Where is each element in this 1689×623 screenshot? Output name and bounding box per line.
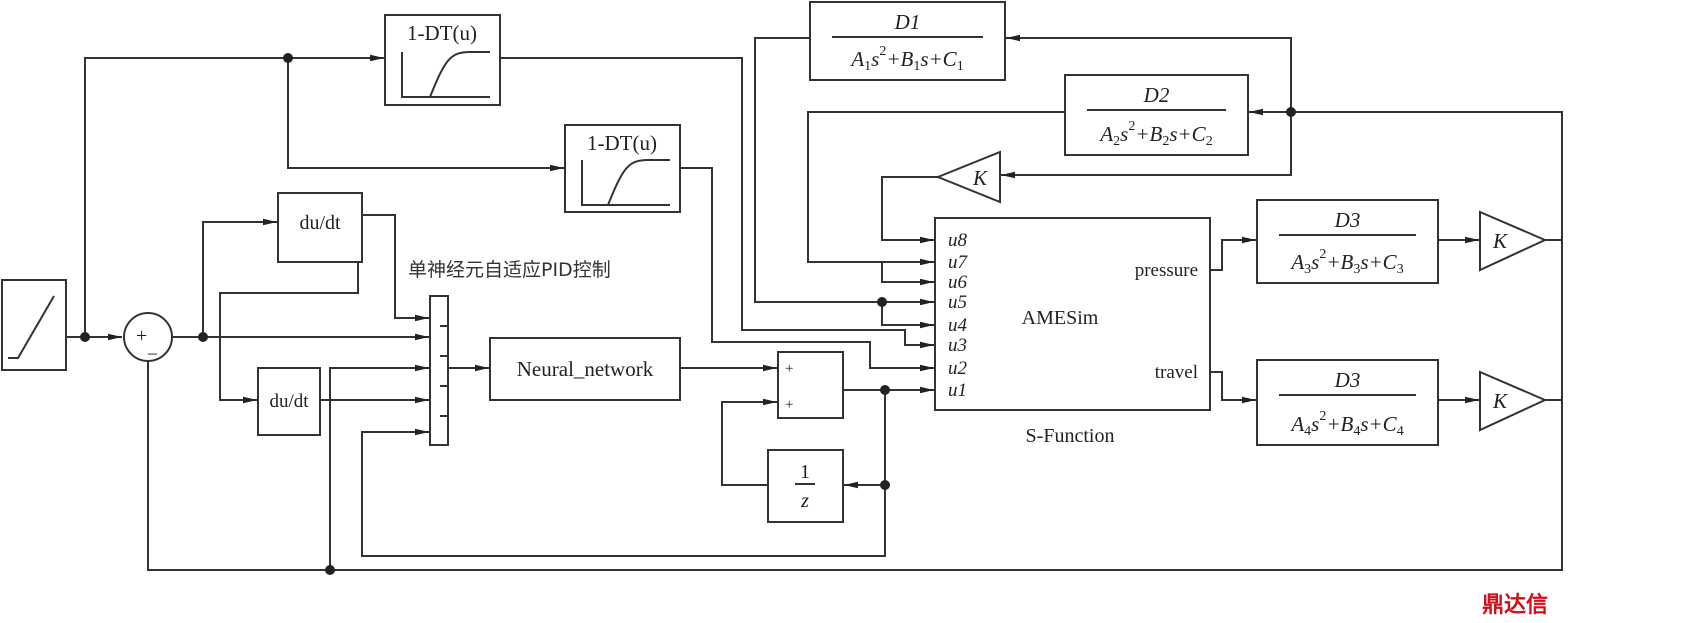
- unit-delay-numerator: 1: [800, 461, 810, 483]
- adder-sign-1: +: [785, 361, 793, 377]
- gain-label: K: [972, 166, 988, 190]
- input-port-u6: u6: [948, 272, 968, 293]
- watermark-logo: 鼎达信: [1482, 592, 1548, 618]
- sum-plus-sign: +: [136, 325, 147, 347]
- dead-zone-block-2[interactable]: 1-DT(u): [564, 124, 681, 213]
- output-travel-label: travel: [1155, 362, 1198, 383]
- gain-block-feedback[interactable]: K: [935, 150, 1001, 204]
- tf-denominator: A4s2+B4s+C4: [1289, 409, 1403, 439]
- neural-network-label: Neural_network: [517, 357, 654, 381]
- input-port-u8: u8: [948, 230, 968, 251]
- error-sum-block[interactable]: + _: [123, 312, 173, 362]
- derivative-block-2[interactable]: du/dt: [257, 367, 321, 436]
- tf-denominator: A1s2+B1s+C1: [849, 44, 963, 74]
- tf-denominator: A3s2+B3s+C3: [1289, 247, 1403, 277]
- mux-block[interactable]: [429, 295, 449, 446]
- gain-label: K: [1492, 229, 1508, 253]
- derivative-1-label: du/dt: [299, 212, 341, 234]
- gain-block-travel[interactable]: K: [1479, 370, 1548, 432]
- input-port-u2: u2: [948, 358, 968, 379]
- s-curve-icon: [581, 159, 670, 206]
- input-port-u7: u7: [948, 252, 969, 273]
- gain-label: K: [1492, 389, 1508, 413]
- input-port-u4: u4: [948, 315, 968, 336]
- junction-dots: [80, 53, 1296, 575]
- tf-numerator: D3: [1334, 208, 1361, 232]
- input-port-u1: u1: [948, 380, 967, 401]
- tf-denominator: A2s2+B2s+C2: [1098, 119, 1212, 149]
- adder-block[interactable]: + +: [777, 351, 844, 419]
- s-function-caption: S-Function: [1026, 425, 1115, 447]
- sum-minus-sign: _: [147, 336, 158, 356]
- controller-label: 单神经元自适应PID控制: [408, 259, 611, 281]
- neural-network-block[interactable]: Neural_network: [489, 337, 681, 401]
- dead-zone-block-1[interactable]: 1-DT(u): [384, 14, 501, 106]
- input-port-u3: u3: [948, 335, 967, 356]
- dead-zone-1-label: 1-DT(u): [407, 21, 477, 45]
- ramp-icon: [8, 295, 55, 359]
- tf-numerator: D2: [1143, 83, 1170, 107]
- unit-delay-block[interactable]: 1 z: [767, 449, 844, 523]
- tf-numerator: D3: [1334, 368, 1361, 392]
- s-curve-icon: [401, 51, 490, 98]
- ramp-source-block[interactable]: [1, 279, 67, 371]
- unit-delay-denominator: z: [800, 490, 809, 512]
- amesim-label: AMESim: [1022, 307, 1099, 329]
- derivative-2-label: du/dt: [269, 391, 309, 412]
- derivative-block-1[interactable]: du/dt: [277, 192, 363, 263]
- tf-numerator: D1: [894, 10, 921, 34]
- output-pressure-label: pressure: [1135, 260, 1198, 281]
- input-port-u5: u5: [948, 292, 967, 313]
- dead-zone-2-label: 1-DT(u): [587, 131, 657, 155]
- adder-sign-2: +: [785, 397, 793, 413]
- gain-block-pressure[interactable]: K: [1479, 210, 1548, 272]
